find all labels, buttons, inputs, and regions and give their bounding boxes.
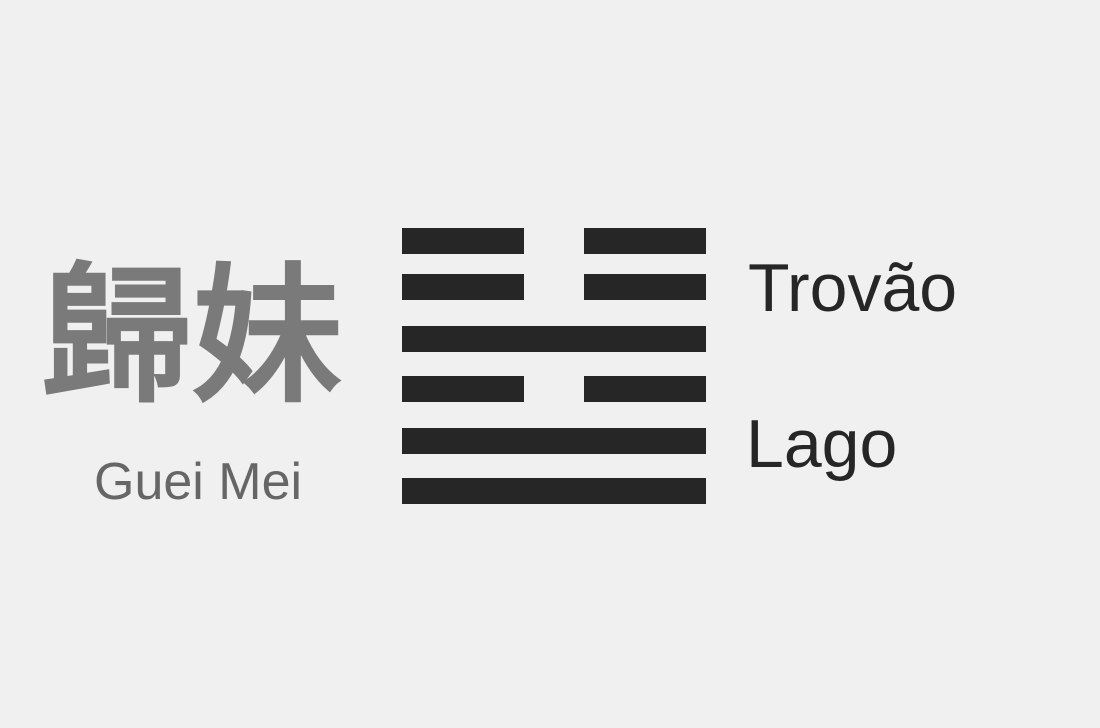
line-segment-left <box>402 376 524 402</box>
romanized-name: Guei Mei <box>94 453 303 511</box>
line-segment-solid <box>402 428 706 454</box>
hexagram-line-2 <box>402 428 706 454</box>
line-segment-right <box>584 274 706 300</box>
upper-trigram-label: Trovão <box>748 250 958 326</box>
line-segment-solid <box>402 326 706 352</box>
line-segment-left <box>402 228 524 254</box>
calligraphy-logo: 歸妹 <box>42 248 342 424</box>
line-segment-right <box>584 376 706 402</box>
hexagram-symbol <box>402 228 706 504</box>
hexagram-line-6 <box>402 228 706 254</box>
line-segment-right <box>584 228 706 254</box>
line-segment-solid <box>402 478 706 504</box>
hexagram-line-1 <box>402 478 706 504</box>
lower-trigram-label: Lago <box>746 406 898 482</box>
hexagram-line-5 <box>402 274 706 300</box>
hexagram-line-4 <box>402 326 706 352</box>
line-segment-left <box>402 274 524 300</box>
chinese-name: 歸妹 <box>42 248 342 424</box>
hexagram-line-3 <box>402 376 706 402</box>
